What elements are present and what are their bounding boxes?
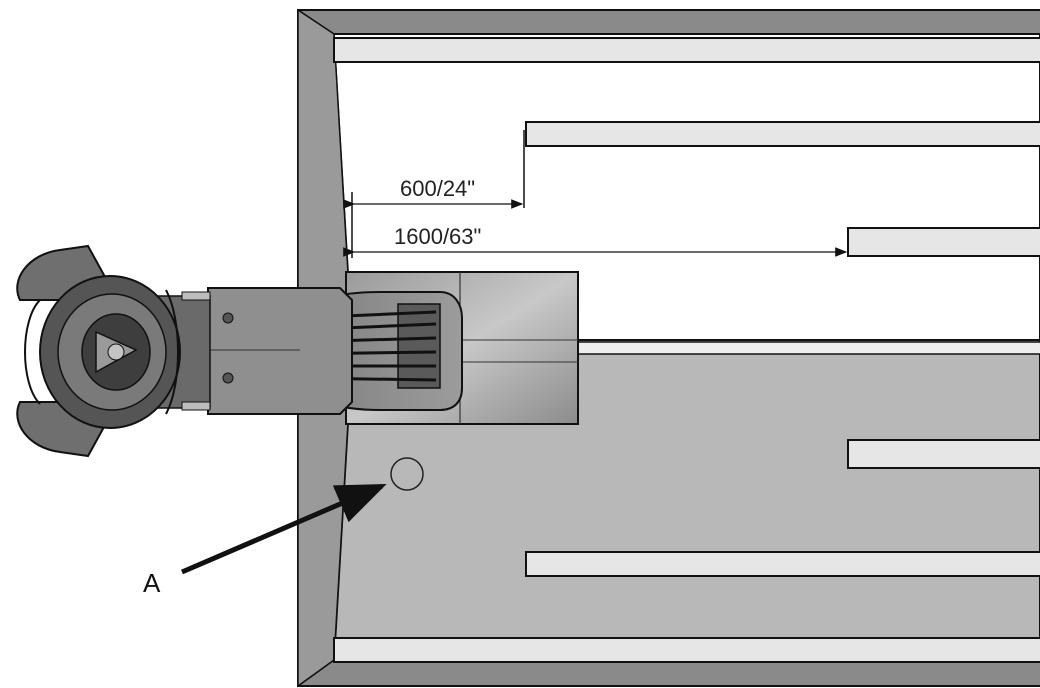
floor-slats <box>333 37 1040 663</box>
callout-circle <box>390 457 424 491</box>
slat-upper-right <box>847 227 1040 257</box>
dimension-label-long: 1600/63" <box>394 224 481 249</box>
slat-lower-long <box>525 551 1040 577</box>
slat-lower-right <box>847 439 1040 469</box>
callout-label: A <box>143 568 161 598</box>
bolt-icon <box>222 372 234 384</box>
motor-housing <box>157 287 353 415</box>
slat-upper-short <box>525 121 1040 147</box>
slat-top <box>333 37 1040 63</box>
slat-bottom <box>333 637 1040 663</box>
dimension-label-short: 600/24" <box>400 176 475 201</box>
dimension-1600: 1600/63" <box>343 224 848 257</box>
dimension-600: 600/24" <box>343 130 525 258</box>
bolt-icon <box>222 312 234 324</box>
cutter-head <box>16 244 181 458</box>
slat-middle-rail <box>577 341 1040 355</box>
callout-a: A <box>143 457 424 598</box>
